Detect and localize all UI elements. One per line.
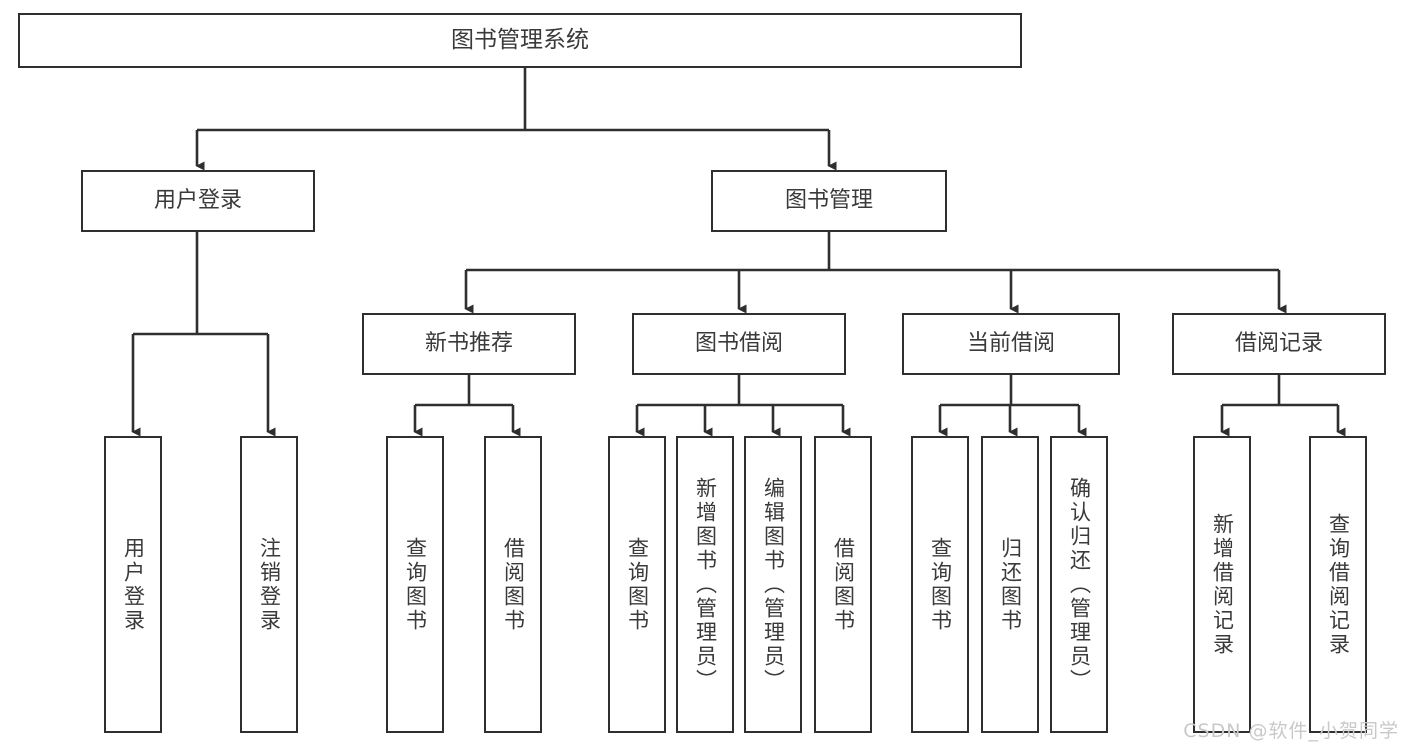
leaf-query-book-current[interactable]: 查询图书 xyxy=(911,436,969,733)
node-book-management[interactable]: 图书管理 xyxy=(711,170,947,232)
node-label: 查询图书 xyxy=(625,536,650,633)
node-label: 编辑图书（管理员） xyxy=(761,476,786,693)
leaf-borrow-book[interactable]: 借阅图书 xyxy=(814,436,872,733)
node-label: 当前借阅 xyxy=(966,331,1055,357)
node-label: 图书借阅 xyxy=(694,331,783,357)
leaf-return-book[interactable]: 归还图书 xyxy=(981,436,1039,733)
leaf-query-borrow-record[interactable]: 查询借阅记录 xyxy=(1309,436,1367,733)
node-label: 查询图书 xyxy=(403,536,428,633)
node-label: 新增图书（管理员） xyxy=(693,476,718,693)
node-label: 查询借阅记录 xyxy=(1326,512,1351,657)
node-label: 查询图书 xyxy=(928,536,953,633)
node-current-borrow[interactable]: 当前借阅 xyxy=(902,313,1120,375)
leaf-confirm-return-admin[interactable]: 确认归还（管理员） xyxy=(1050,436,1108,733)
node-label: 新增借阅记录 xyxy=(1210,512,1235,657)
leaf-user-login[interactable]: 用户登录 xyxy=(104,436,162,733)
leaf-query-book-borrow[interactable]: 查询图书 xyxy=(608,436,666,733)
node-book-borrow[interactable]: 图书借阅 xyxy=(632,313,846,375)
leaf-borrow-book-recommend[interactable]: 借阅图书 xyxy=(484,436,542,733)
node-label: 借阅图书 xyxy=(831,536,856,633)
leaf-add-borrow-record[interactable]: 新增借阅记录 xyxy=(1193,436,1251,733)
node-label: 归还图书 xyxy=(998,536,1023,633)
node-label: 用户登录 xyxy=(121,536,146,633)
node-label: 借阅图书 xyxy=(501,536,526,633)
node-user-login[interactable]: 用户登录 xyxy=(81,170,315,232)
node-label: 新书推荐 xyxy=(424,331,513,357)
watermark: CSDN @软件_小贺同学 xyxy=(1183,720,1399,742)
node-label: 图书管理系统 xyxy=(451,27,589,54)
node-label: 注销登录 xyxy=(257,536,282,633)
leaf-edit-book-admin[interactable]: 编辑图书（管理员） xyxy=(744,436,802,733)
leaf-user-logout[interactable]: 注销登录 xyxy=(240,436,298,733)
leaf-add-book-admin[interactable]: 新增图书（管理员） xyxy=(676,436,734,733)
node-label: 借阅记录 xyxy=(1234,331,1323,357)
node-root-system[interactable]: 图书管理系统 xyxy=(18,13,1022,68)
node-label: 确认归还（管理员） xyxy=(1067,476,1092,693)
node-new-book-recommend[interactable]: 新书推荐 xyxy=(362,313,576,375)
node-label: 用户登录 xyxy=(153,188,242,214)
leaf-query-book-recommend[interactable]: 查询图书 xyxy=(386,436,444,733)
node-label: 图书管理 xyxy=(784,188,873,214)
node-borrow-record[interactable]: 借阅记录 xyxy=(1172,313,1386,375)
